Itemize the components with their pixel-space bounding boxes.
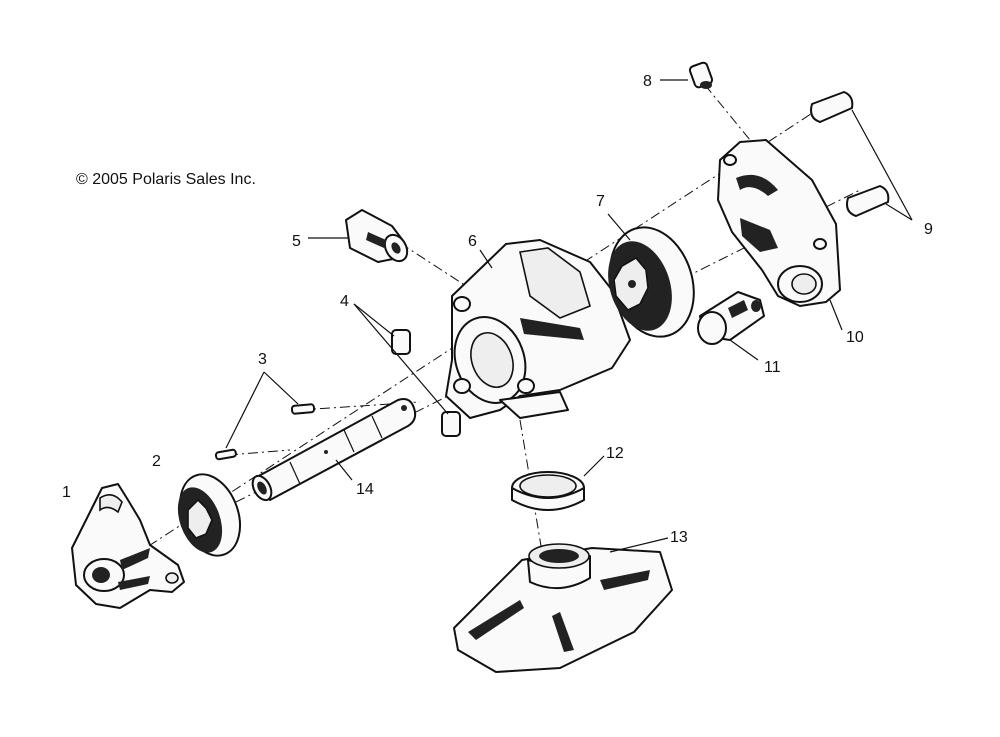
part-4-dowels <box>353 303 461 437</box>
callout-11: 11 <box>764 359 781 376</box>
part-9-dowels <box>810 91 913 221</box>
callout-8: 8 <box>643 73 652 90</box>
callout-5: 5 <box>292 233 301 250</box>
callout-12: 12 <box>606 445 624 462</box>
callout-1: 1 <box>62 484 71 501</box>
part-8-plug <box>660 61 714 89</box>
callout-4: 4 <box>340 293 349 310</box>
copyright-notice: © 2005 Polaris Sales Inc. <box>76 171 256 188</box>
part-14-shaft <box>251 398 417 502</box>
part-13-screen <box>453 537 673 673</box>
part-3-pins <box>214 371 316 461</box>
part-7-rotor <box>607 213 695 338</box>
part-1-end-cover <box>71 483 185 609</box>
part-5-fitting <box>308 209 409 263</box>
callout-9: 9 <box>924 221 933 238</box>
callout-14: 14 <box>356 481 374 498</box>
callout-10: 10 <box>846 329 864 346</box>
callout-2: 2 <box>152 453 161 470</box>
callout-7: 7 <box>596 193 605 210</box>
callout-3: 3 <box>258 351 267 368</box>
callout-labels: 1 2 3 4 5 6 7 8 9 10 11 12 13 14 <box>62 73 933 546</box>
callout-6: 6 <box>468 233 477 250</box>
part-12-seal <box>511 455 605 511</box>
part-2-outer-rotor <box>177 473 241 557</box>
part-10-cover-plate <box>717 139 843 331</box>
callout-13: 13 <box>670 529 688 546</box>
part-6-pump-body <box>445 239 631 419</box>
part-11-fitting <box>697 291 765 361</box>
